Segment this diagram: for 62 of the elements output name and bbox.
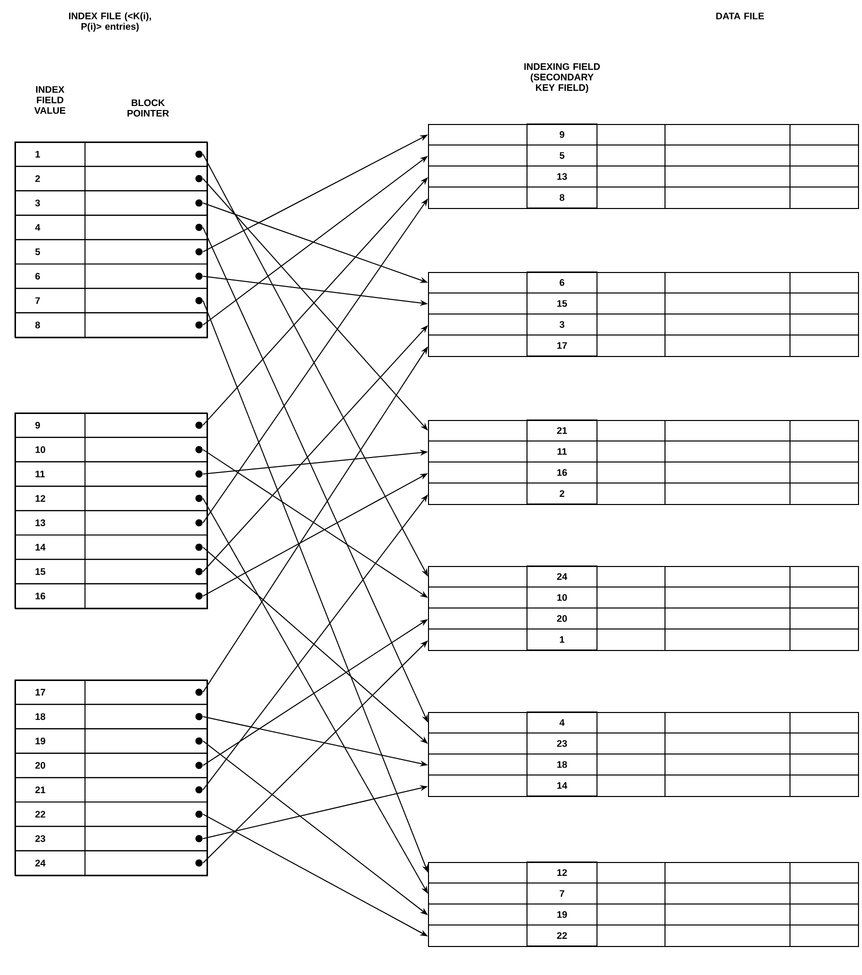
key-cell: 21 — [526, 420, 598, 442]
index-row: 12 — [14, 486, 208, 512]
index-row: 13 — [14, 510, 208, 536]
key-cell: 1 — [526, 628, 598, 650]
index-row: 1 — [14, 142, 208, 167]
key-cell: 7 — [526, 882, 598, 904]
key-cell: 2 — [526, 482, 598, 504]
key-cell: 22 — [526, 924, 598, 946]
index-row: 4 — [14, 214, 208, 240]
key-cell: 11 — [526, 440, 598, 462]
block-box — [15, 142, 208, 338]
index-row: 18 — [14, 704, 208, 730]
key-cell: 15 — [526, 292, 598, 314]
index-row: 2 — [14, 166, 208, 192]
index-row: 10 — [14, 436, 208, 462]
header-label: DATA FILE — [716, 12, 764, 20]
index-row: 14 — [14, 534, 208, 560]
block-box — [428, 862, 859, 947]
key-cell: 14 — [526, 774, 598, 796]
key-cell: 3 — [526, 314, 598, 336]
index-row: 7 — [14, 288, 208, 314]
key-cell: 12 — [526, 862, 598, 884]
key-cell: 19 — [526, 904, 598, 926]
header-label: INDEXING FIELD (SECONDARY KEY FIELD) — [524, 63, 600, 93]
index-row: 21 — [14, 777, 208, 802]
key-cell: 23 — [526, 732, 598, 754]
index-row: 15 — [14, 558, 208, 584]
block-box — [428, 124, 859, 209]
index-row: 6 — [14, 264, 208, 289]
index-row: 9 — [14, 412, 208, 438]
key-cell: 18 — [526, 754, 598, 776]
key-cell: 20 — [526, 608, 598, 630]
key-cell: 9 — [526, 124, 598, 146]
key-cell: 13 — [526, 166, 598, 188]
header-label: BLOCK POINTER — [128, 99, 169, 117]
index-row: 19 — [14, 728, 208, 754]
header-label: INDEX FIELD VALUE — [34, 86, 66, 114]
key-cell: 24 — [526, 566, 598, 588]
index-row: 3 — [14, 190, 208, 216]
key-cell: 16 — [526, 462, 598, 484]
block-box — [428, 420, 859, 505]
key-cell: 8 — [526, 186, 598, 208]
index-row: 8 — [14, 312, 208, 338]
block-box — [428, 712, 859, 797]
key-cell: 10 — [526, 586, 598, 608]
index-row: 23 — [14, 826, 208, 852]
index-row: 11 — [14, 461, 208, 487]
index-row: 16 — [14, 583, 208, 609]
key-cell: 6 — [526, 272, 598, 294]
block-box — [15, 413, 208, 610]
index-row: 20 — [14, 752, 208, 778]
key-cell: 4 — [526, 712, 598, 734]
block-box — [428, 566, 859, 651]
index-row: 24 — [14, 850, 208, 876]
index-row: 22 — [14, 802, 208, 827]
key-cell: 5 — [526, 144, 598, 166]
index-row: 17 — [14, 680, 208, 705]
key-cell: 17 — [526, 334, 598, 356]
block-box — [428, 272, 859, 357]
block-box — [15, 680, 208, 876]
header-label: INDEX FILE (<K(i), P(i)> entries) — [69, 12, 151, 32]
index-row: 5 — [14, 239, 208, 264]
